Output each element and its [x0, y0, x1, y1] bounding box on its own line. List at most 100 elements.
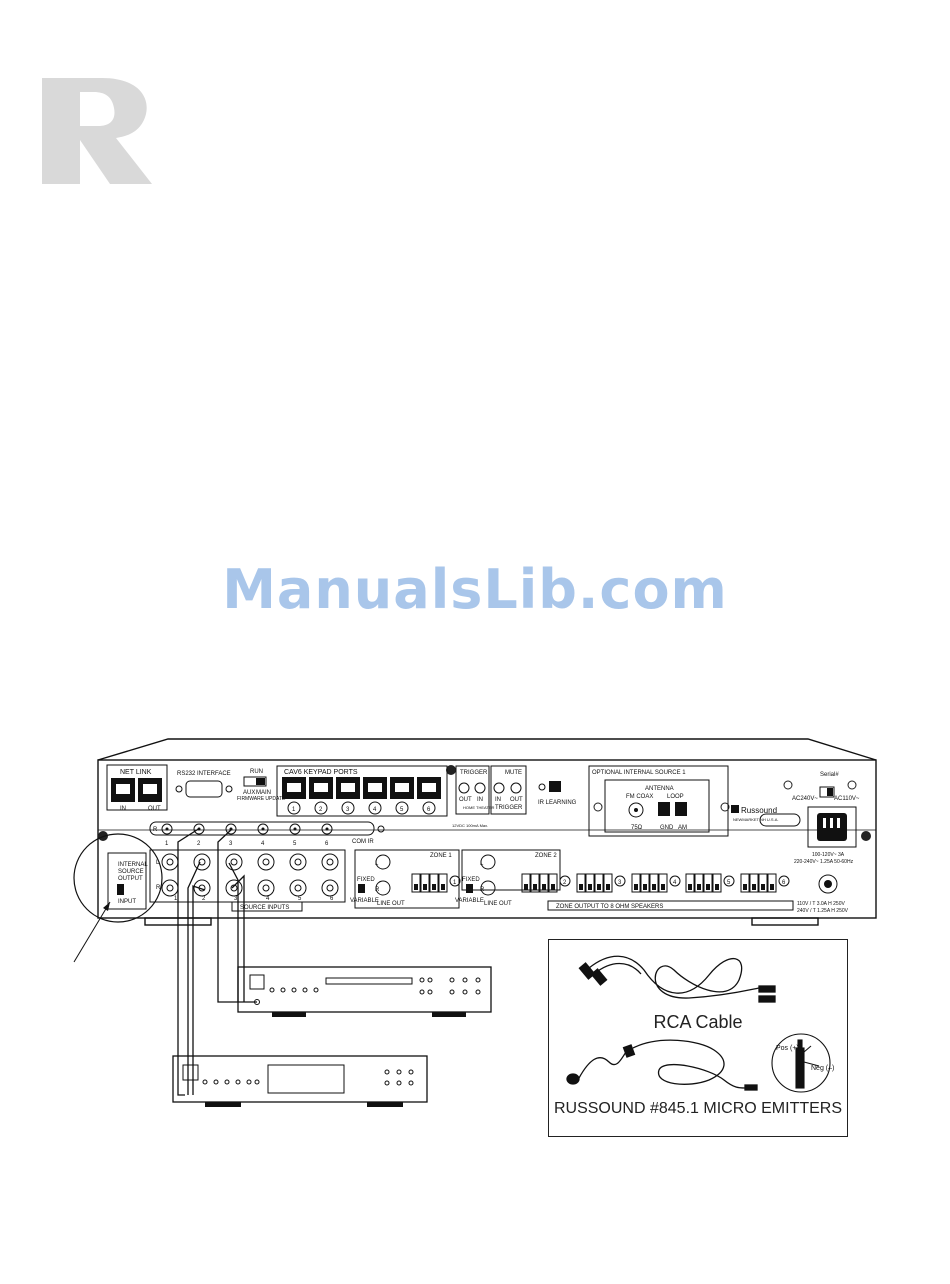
- gnd-label: GND: [660, 825, 674, 831]
- zone1-block[interactable]: ZONE 1 L R FIXED VARIABLE LINE OUT: [350, 849, 460, 909]
- source-input-jack-5[interactable]: [289, 879, 307, 897]
- speaker-terminal[interactable]: [438, 873, 448, 893]
- ir-output-jack-5[interactable]: [289, 823, 301, 835]
- ir-output-jack-6[interactable]: [321, 823, 333, 835]
- speaker-terminal[interactable]: [649, 873, 659, 893]
- terminal-screw: [432, 884, 436, 890]
- loop-label: LOOP: [667, 794, 684, 800]
- run-label: RUN: [250, 769, 263, 775]
- speaker-terminal[interactable]: [603, 873, 613, 893]
- source-input-jack-4[interactable]: [257, 853, 275, 871]
- trigger-in-label: IN: [477, 797, 483, 803]
- source-input-jack-6[interactable]: [321, 879, 339, 897]
- speaker-terminal[interactable]: [576, 873, 586, 893]
- neg-label: Neg (–): [811, 1065, 834, 1072]
- speaker-terminal[interactable]: [640, 873, 650, 893]
- speaker-terminal[interactable]: [712, 873, 722, 893]
- optional-source-block[interactable]: OPTIONAL INTERNAL SOURCE 1 ANTENNA FM CO…: [588, 765, 729, 837]
- speaker-terminal[interactable]: [585, 873, 595, 893]
- speaker-terminal[interactable]: [658, 873, 668, 893]
- zone2-label: ZONE 2: [535, 853, 557, 859]
- accessories-inset: Pos (+) Neg (–) RCA Cable RUSSOUND #845.…: [548, 939, 848, 1137]
- mounting-screws: [98, 765, 871, 841]
- ir-output-number: 2: [197, 841, 201, 847]
- fuse-spec1-label: 110V / T 3.0A H 250V: [797, 901, 845, 907]
- mute-label: MUTE: [505, 770, 522, 776]
- terminal-screw: [634, 884, 638, 890]
- brand-plate: Russound NEWMARKET NH U.S.A.: [731, 805, 801, 827]
- micro-emitter: [566, 1039, 758, 1091]
- speaker-terminal[interactable]: [703, 873, 713, 893]
- accessories-drawing: Pos (+) Neg (–): [566, 955, 834, 1093]
- zone2-block[interactable]: ZONE 2 L R FIXED VARIABLE LINE OUT: [455, 849, 561, 907]
- src-input-label: INPUT: [118, 899, 136, 905]
- speaker-terminal[interactable]: [758, 873, 768, 893]
- net-link-label: NET LINK: [120, 769, 152, 776]
- source-jack-center: [294, 884, 302, 892]
- source-input-jack-1[interactable]: [161, 879, 179, 897]
- source-input-jack-2[interactable]: [193, 853, 211, 871]
- firmware-label: FIRMWARE UPDATE: [237, 796, 286, 802]
- source-input-jack-1[interactable]: [161, 853, 179, 871]
- keypad-port-socket: [395, 783, 409, 792]
- ir-jack-center: [293, 827, 297, 831]
- trigger-block[interactable]: TRIGGER OUT IN HOME THEATER 12VDC 100mA …: [452, 765, 495, 828]
- source-input-jack-5[interactable]: [289, 853, 307, 871]
- speaker-terminal[interactable]: [429, 873, 439, 893]
- antenna-label: ANTENNA: [645, 786, 674, 792]
- terminal-screw: [643, 884, 647, 890]
- zone-number-circle: [669, 875, 681, 887]
- zone-output-number: 3: [618, 880, 622, 886]
- src-switch-label1: INTERNAL: [118, 862, 148, 868]
- speaker-terminal[interactable]: [694, 873, 704, 893]
- source-input-jack-6[interactable]: [321, 853, 339, 871]
- keypad-port-number-circle: [314, 801, 328, 815]
- speaker-terminal[interactable]: [521, 873, 531, 893]
- speaker-terminal[interactable]: [594, 873, 604, 893]
- mute-in-label: IN: [495, 797, 501, 803]
- pos-label: Pos (+): [776, 1045, 799, 1052]
- ir-output-jack-3[interactable]: [225, 823, 237, 835]
- terminal-screw: [441, 884, 445, 890]
- zone1-fixed-label: FIXED: [357, 877, 375, 883]
- mute-block[interactable]: MUTE IN OUT TRIGGER: [490, 765, 527, 815]
- speaker-terminal[interactable]: [530, 873, 540, 893]
- ir-jack-center: [261, 827, 265, 831]
- speaker-terminal[interactable]: [685, 873, 695, 893]
- speaker-terminal[interactable]: [740, 873, 750, 893]
- rca-cable: [578, 955, 776, 1003]
- speaker-terminal[interactable]: [539, 873, 549, 893]
- speaker-terminal[interactable]: [411, 873, 421, 893]
- speaker-terminal[interactable]: [420, 873, 430, 893]
- source-input-jack-3[interactable]: [225, 879, 243, 897]
- terminal-screw: [715, 884, 719, 890]
- speaker-terminal[interactable]: [548, 873, 558, 893]
- ir-output-jack-2[interactable]: [193, 823, 205, 835]
- speaker-terminal[interactable]: [767, 873, 777, 893]
- zone2-lineout-label: LINE OUT: [484, 901, 512, 907]
- rca-cable-caption: RCA Cable: [653, 1012, 743, 1032]
- source-jack-center: [326, 858, 334, 866]
- speaker-terminal[interactable]: [631, 873, 641, 893]
- source-jack-center: [262, 884, 270, 892]
- net-link-ports[interactable]: NET LINK IN OUT: [106, 764, 168, 812]
- source-input-jack-3[interactable]: [225, 853, 243, 871]
- keypad-port-number-circle: [368, 801, 382, 815]
- source-input-jack-4[interactable]: [257, 879, 275, 897]
- terminal-screw: [542, 884, 546, 890]
- zone2-l-label: L: [480, 861, 484, 867]
- speaker-terminal[interactable]: [749, 873, 759, 893]
- ir-output-jack-4[interactable]: [257, 823, 269, 835]
- zone-output-number: 4: [673, 880, 677, 886]
- source-input-jack-2[interactable]: [193, 879, 211, 897]
- ir-output-jack-1[interactable]: [161, 823, 173, 835]
- run-switch[interactable]: RUN AUX MAIN FIRMWARE UPDATE: [237, 769, 286, 802]
- ir-learning-label: IR LEARNING: [538, 800, 577, 806]
- rs232-port[interactable]: RS232 INTERFACE: [175, 771, 233, 798]
- power-section[interactable]: Serial# AC240V~ AC110V~ 100-120V~ 3A 220…: [792, 772, 860, 914]
